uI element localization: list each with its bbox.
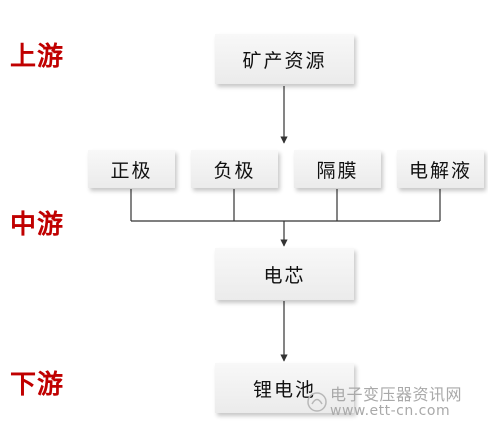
watermark-url: www.ett-cn.com	[330, 402, 451, 419]
watermark-title: 电子变压器资讯网	[330, 385, 463, 404]
watermark: 电子变压器资讯网 www.ett-cn.com	[330, 385, 463, 419]
node-separator: 隔膜	[294, 150, 381, 188]
stage-label-midstream: 中游	[10, 210, 65, 240]
stage-label-downstream: 下游	[10, 370, 65, 400]
node-mineral-resources: 矿产资源	[215, 34, 354, 84]
node-cell: 电芯	[215, 248, 354, 300]
node-lithium-battery: 锂电池	[215, 363, 354, 413]
stage-label-upstream: 上游	[10, 42, 65, 72]
node-cathode: 正极	[88, 150, 175, 188]
node-anode: 负极	[191, 150, 278, 188]
watermark-logo-icon	[307, 392, 327, 412]
node-electrolyte: 电解液	[397, 150, 484, 188]
